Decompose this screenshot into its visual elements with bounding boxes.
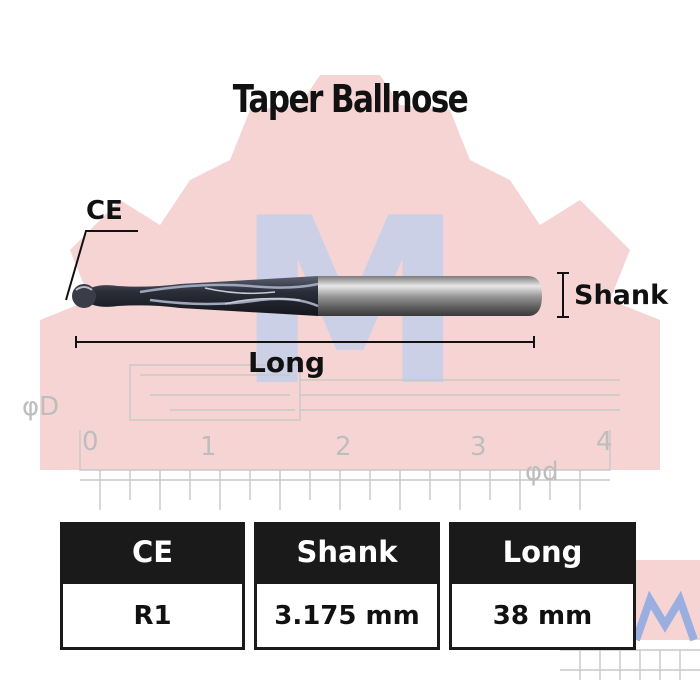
gear-watermark [40, 75, 660, 470]
spec-value-ce: R1 [60, 581, 245, 650]
spec-header-long: Long [449, 522, 636, 582]
shank-dimension-marker [557, 272, 569, 318]
long-dimension-line [75, 336, 535, 348]
long-label: Long [248, 346, 326, 379]
coated-taper-section [78, 276, 318, 316]
spec-header-shank: Shank [254, 522, 440, 582]
drawing-label-0: 0 [82, 427, 99, 457]
drawing-label-1: 1 [200, 432, 217, 462]
ball-nose-tip [72, 284, 96, 308]
ce-leader-line [65, 230, 138, 301]
end-mill-tool [72, 276, 542, 316]
drawing-label-dia-d: φd [525, 457, 559, 487]
shank-label: Shank [574, 280, 669, 311]
drawing-label-2: 2 [335, 432, 352, 462]
spec-value-long: 38 mm [449, 581, 636, 650]
spec-value-shank: 3.175 mm [254, 581, 440, 650]
spec-table: CE Shank Long R1 3.175 mm 38 mm [60, 522, 636, 652]
spec-header-ce: CE [60, 522, 245, 582]
flute-highlight-2 [204, 287, 301, 305]
corner-logo-fragment [630, 560, 700, 642]
flute-highlight [139, 282, 319, 308]
shank [318, 276, 542, 316]
page-title: Taper Ballnose [232, 77, 469, 122]
ce-label: CE [86, 196, 123, 226]
drawing-label-3: 3 [470, 432, 487, 462]
drawing-label-4: 4 [596, 427, 613, 457]
drawing-label-dia-D: φD [22, 392, 59, 422]
technical-drawing [79, 364, 700, 680]
